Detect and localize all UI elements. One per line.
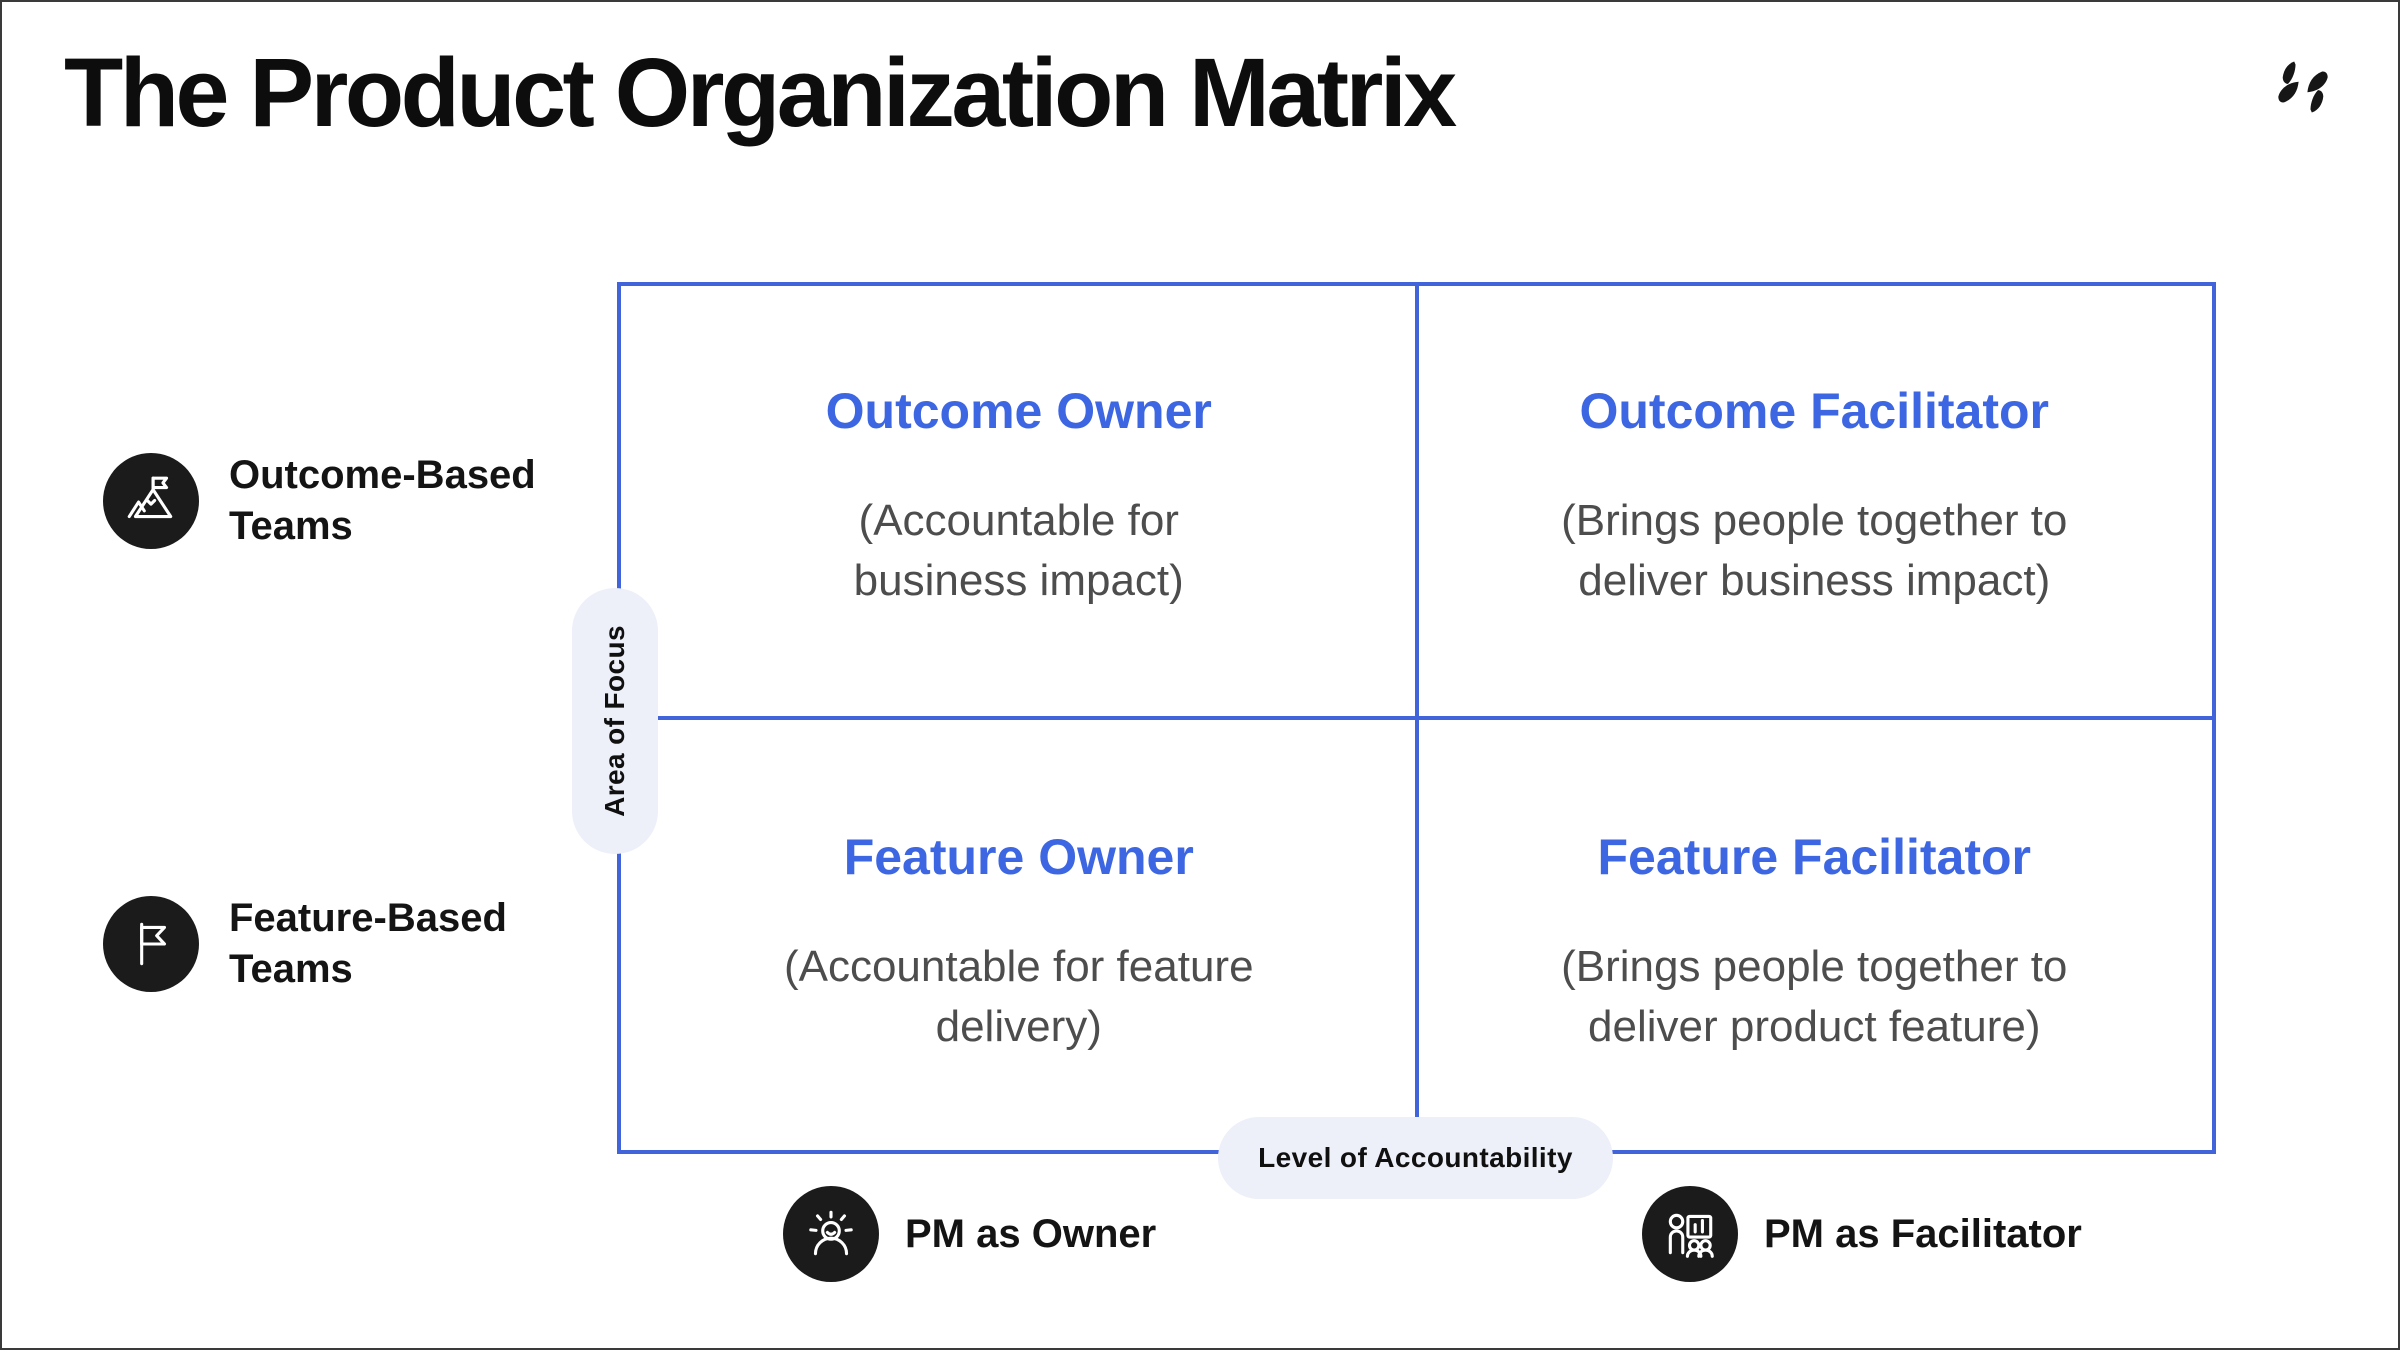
quadrant-heading: Feature Facilitator [1597,829,2031,885]
person-rays-icon [783,1186,879,1282]
flag-icon [103,896,199,993]
quadrant-feature-owner: Feature Owner (Accountable for feature d… [621,718,1417,1150]
column-label-pm-as-facilitator: PM as Facilitator [1642,1186,2082,1282]
matrix-horizontal-divider [621,716,2212,720]
column-label-pm-as-owner: PM as Owner [783,1186,1156,1282]
row-label-text: Feature-Based Teams [229,896,507,992]
quadrant-description: (Brings people together to deliver busin… [1561,496,2068,605]
two-by-two-matrix: Outcome Owner (Accountable for business … [617,282,2216,1154]
row-label-text: Outcome-Based Teams [229,453,536,549]
quadrant-heading: Outcome Facilitator [1579,383,2050,439]
y-axis-label: Area of Focus [599,625,630,817]
quadrant-outcome-owner: Outcome Owner (Accountable for business … [621,286,1417,718]
mountain-flag-icon [103,453,199,550]
x-axis-label-pill: Level of Accountability [1218,1117,1613,1199]
y-axis-label-pill: Area of Focus [572,588,658,854]
page-title: The Product Organization Matrix [64,38,1457,147]
quadrant-description: (Accountable for feature delivery) [783,942,1254,1051]
quadrant-outcome-facilitator: Outcome Facilitator (Brings people toget… [1417,286,2213,718]
x-axis-label: Level of Accountability [1258,1142,1573,1173]
person-presenting-chart-icon [1642,1186,1738,1282]
row-label-feature-based-teams: Feature-Based Teams [103,893,569,995]
quadrant-description: (Accountable for business impact) [853,496,1184,605]
quadrant-heading: Outcome Owner [825,383,1212,439]
column-label-text: PM as Owner [905,1211,1157,1256]
matrix-quadrants: Outcome Owner (Accountable for business … [621,286,2212,1150]
quadrant-feature-facilitator: Feature Facilitator (Brings people toget… [1417,718,2213,1150]
row-label-outcome-based-teams: Outcome-Based Teams [103,450,569,552]
quadrant-heading: Feature Owner [843,829,1194,885]
column-label-text: PM as Facilitator [1764,1211,2082,1256]
two-swoosh-logo-icon [2258,50,2348,124]
quadrant-description: (Brings people together to deliver produ… [1561,942,2068,1051]
